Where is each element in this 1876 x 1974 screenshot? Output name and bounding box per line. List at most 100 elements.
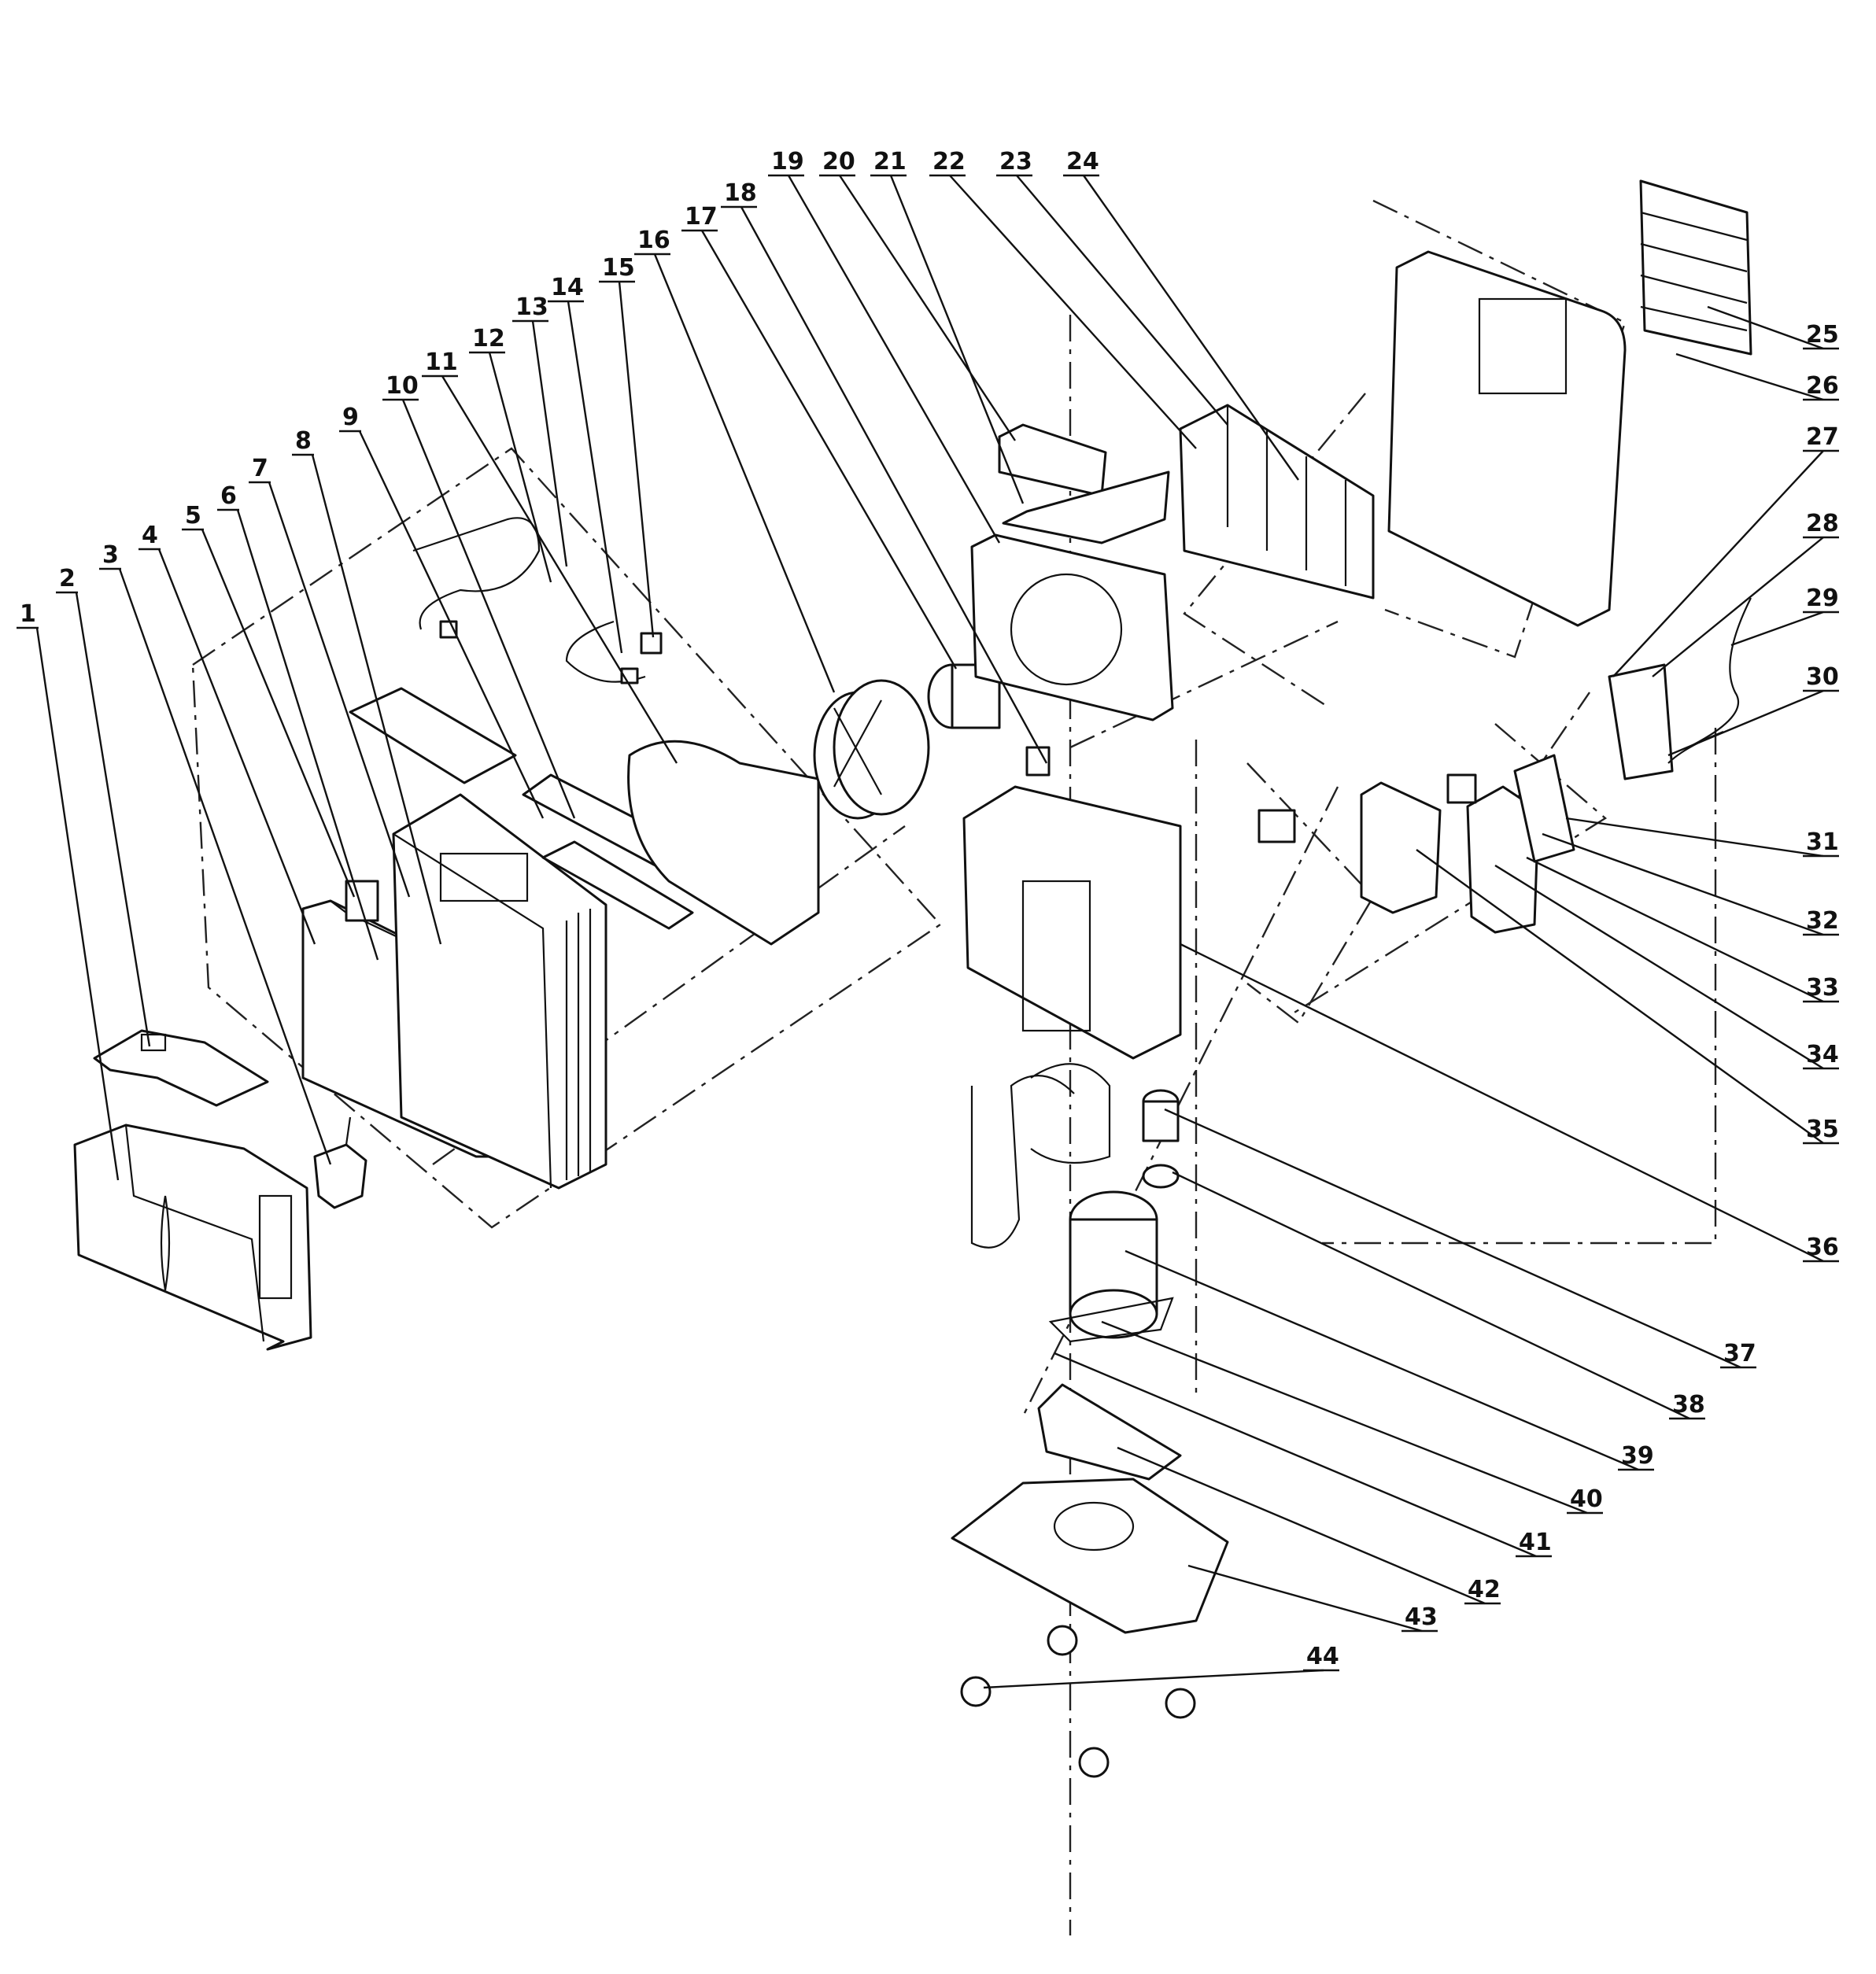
callout-number-4: 4	[142, 522, 158, 549]
leader-line-40	[1101, 1320, 1588, 1515]
leader-line-20	[838, 175, 1017, 441]
callout-number-6: 6	[220, 482, 237, 510]
callout-number-5: 5	[185, 502, 201, 529]
leader-line-12	[488, 352, 552, 583]
drain-pan-part	[962, 785, 1182, 1060]
base-plate-part	[951, 1478, 1229, 1634]
callout-number-23: 23	[999, 148, 1032, 175]
water-bucket-part	[73, 1124, 312, 1351]
leader-line-28	[1652, 537, 1824, 677]
callout-number-10: 10	[386, 372, 419, 400]
leader-line-1	[35, 627, 120, 1181]
callout-number-13: 13	[515, 293, 548, 321]
callout-number-36: 36	[1806, 1234, 1839, 1261]
fan-shroud-part	[627, 740, 820, 946]
leader-line-34	[1494, 864, 1824, 1070]
leader-line-6	[236, 509, 379, 961]
callout-number-3: 3	[102, 541, 119, 569]
leader-line-41	[1054, 1352, 1537, 1558]
compressor-assembly-part	[970, 1063, 1180, 1343]
leader-line-15	[618, 281, 655, 638]
electric-box-part	[1257, 754, 1575, 934]
leader-line-2	[75, 592, 151, 1047]
leader-line-21	[889, 175, 1025, 504]
callout-number-32: 32	[1806, 907, 1839, 935]
callout-number-26: 26	[1806, 372, 1839, 400]
callout-number-11: 11	[425, 349, 458, 376]
fan-housing-plate-part	[970, 533, 1174, 721]
leader-line-31	[1565, 817, 1824, 858]
callout-number-31: 31	[1806, 828, 1839, 856]
callout-number-22: 22	[932, 148, 966, 175]
callout-number-27: 27	[1806, 423, 1839, 451]
assembly-guide-lines	[191, 199, 1717, 1935]
callout-number-28: 28	[1806, 510, 1839, 537]
callout-number-44: 44	[1306, 1643, 1339, 1670]
callout-number-9: 9	[342, 404, 359, 431]
leader-line-18	[740, 206, 1048, 764]
callout-number-39: 39	[1621, 1442, 1654, 1470]
leader-line-25	[1707, 305, 1824, 350]
callout-number-38: 38	[1672, 1391, 1705, 1419]
callout-number-18: 18	[724, 179, 757, 207]
blower-wheel-part	[813, 679, 930, 820]
leader-line-44	[983, 1669, 1324, 1689]
humidistat-part	[345, 880, 379, 922]
callout-number-17: 17	[685, 203, 718, 231]
rear-cabinet-part	[1387, 250, 1627, 627]
control-housing-part	[392, 793, 607, 1190]
callout-number-8: 8	[295, 427, 312, 455]
leader-line-29	[1730, 611, 1824, 647]
callout-number-19: 19	[771, 148, 804, 175]
leader-line-9	[358, 430, 545, 819]
leader-line-42	[1117, 1446, 1486, 1605]
leader-line-24	[1083, 175, 1299, 481]
callout-number-40: 40	[1570, 1485, 1603, 1513]
leader-line-14	[567, 301, 623, 654]
bucket-float-part	[93, 1029, 269, 1107]
leader-line-10	[401, 399, 576, 819]
rear-grille-part	[1639, 179, 1752, 356]
leader-line-38	[1172, 1171, 1690, 1420]
top-bracket-part	[998, 423, 1170, 544]
callout-number-30: 30	[1806, 663, 1839, 691]
leader-line-17	[700, 230, 958, 670]
leader-line-30	[1667, 689, 1824, 757]
leader-line-13	[531, 320, 568, 567]
leader-line-16	[653, 253, 836, 693]
leader-line-32	[1542, 832, 1824, 936]
leader-line-3	[118, 568, 332, 1165]
leader-line-26	[1675, 352, 1824, 401]
callout-number-34: 34	[1806, 1041, 1839, 1068]
evaporator-coil-part	[1179, 404, 1375, 600]
callout-number-25: 25	[1806, 321, 1839, 349]
leader-line-36	[1180, 943, 1824, 1263]
leader-line-23	[1016, 175, 1228, 426]
label-sheet-part	[349, 687, 517, 784]
callout-number-2: 2	[59, 565, 76, 592]
callout-number-16: 16	[637, 227, 670, 254]
electrical-bracket-part	[1608, 663, 1674, 780]
callout-number-43: 43	[1405, 1603, 1438, 1631]
leader-line-19	[787, 175, 1001, 544]
callout-number-20: 20	[822, 148, 855, 175]
leader-line-8	[311, 454, 442, 945]
sensor-wiring-part	[412, 517, 663, 684]
callout-number-7: 7	[252, 455, 268, 482]
callout-number-37: 37	[1723, 1340, 1756, 1367]
leader-line-33	[1526, 856, 1824, 1003]
callout-number-21: 21	[873, 148, 907, 175]
callout-number-42: 42	[1468, 1576, 1501, 1603]
caster-wheels-part	[960, 1625, 1196, 1778]
callout-number-15: 15	[602, 254, 635, 282]
leader-line-35	[1416, 849, 1824, 1144]
leader-line-27	[1612, 450, 1824, 677]
callout-number-35: 35	[1806, 1116, 1839, 1143]
leader-line-4	[157, 548, 316, 945]
leader-line-11	[441, 375, 678, 764]
callout-number-29: 29	[1806, 585, 1839, 612]
callout-leaders	[35, 175, 1824, 1689]
leader-line-5	[201, 529, 356, 898]
